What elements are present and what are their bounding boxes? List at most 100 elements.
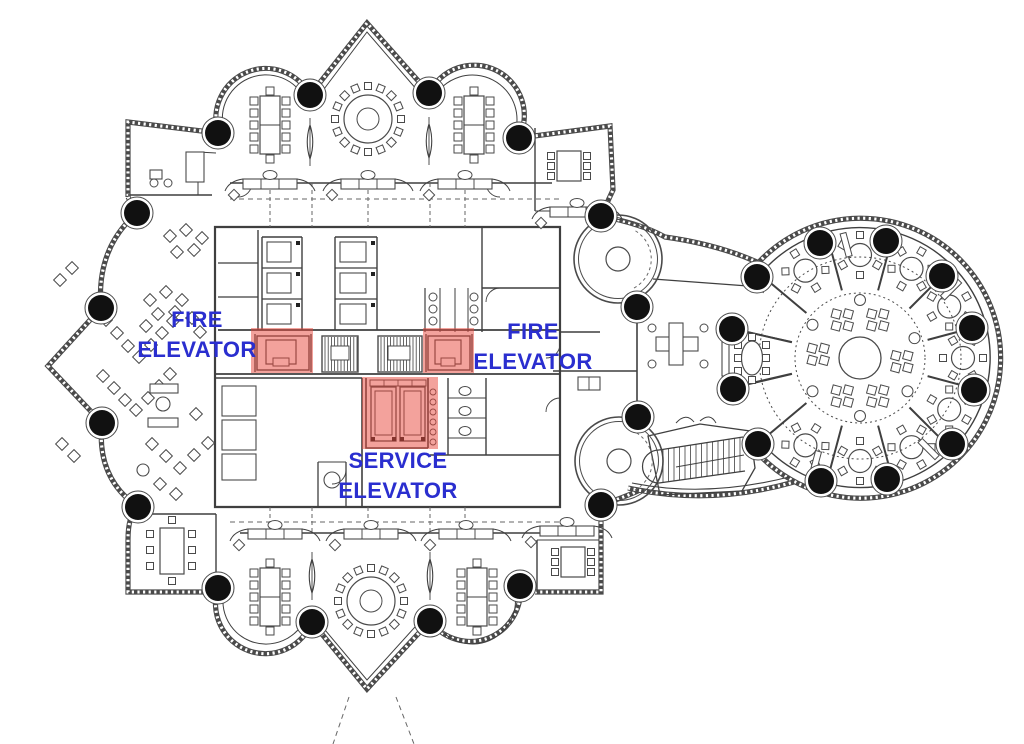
chair (488, 568, 498, 578)
service-elevator-label: SERVICE ELEVATOR (338, 448, 458, 503)
door-leaf (699, 416, 717, 424)
chair (837, 259, 849, 271)
entry-lamp (458, 520, 474, 530)
lounge-chair (186, 242, 202, 258)
chair (551, 568, 559, 576)
structural-column (205, 120, 231, 146)
door-tick (371, 272, 375, 276)
cafe-table (877, 320, 890, 332)
lounge-chair (150, 306, 166, 322)
chair (332, 101, 343, 112)
structural-column (744, 264, 770, 290)
cafe-table (806, 354, 818, 367)
fire-elevator-right-label: FIRE ELEVATOR (473, 319, 593, 374)
chair (945, 385, 954, 394)
stair-rail (641, 449, 660, 484)
exterior-wall-hatch (126, 120, 219, 197)
chair (378, 565, 389, 576)
chair (249, 592, 259, 602)
chair (339, 136, 351, 148)
kitchen-equipment (221, 385, 257, 417)
chair (453, 120, 463, 130)
office-chair (163, 178, 173, 188)
chair (762, 354, 770, 362)
chair (249, 604, 259, 614)
structural-column (807, 230, 833, 256)
entry-doors (361, 529, 381, 539)
chair (328, 538, 342, 552)
cafe-table (842, 320, 855, 332)
structural-column (745, 431, 771, 457)
interior-wall (757, 226, 991, 489)
lounge-chair (128, 402, 144, 418)
chair (790, 422, 802, 434)
chair (587, 568, 595, 576)
exterior-wall-hatch (748, 216, 1003, 500)
exterior-wall-hatch (428, 585, 522, 643)
chair (896, 424, 907, 436)
entry-lamp (363, 520, 379, 530)
chair (534, 216, 548, 230)
chair (188, 562, 196, 570)
buffet-counter (917, 437, 940, 461)
chair (856, 271, 864, 279)
toilet-fixture (428, 304, 438, 314)
structural-column (808, 468, 834, 494)
credenza (721, 341, 730, 377)
lounge-chair (174, 292, 190, 308)
chair (837, 445, 849, 457)
desk-cluster (668, 322, 684, 366)
chair (168, 577, 176, 585)
structural-column (719, 316, 745, 342)
cafe-table (818, 342, 830, 355)
cafe-table (830, 384, 843, 396)
lounge-chair (140, 390, 156, 406)
chair (332, 126, 343, 137)
chair (325, 188, 339, 202)
chair (821, 441, 830, 451)
cafe-table (830, 308, 843, 320)
elevator-car (339, 303, 367, 325)
elevator-car (266, 241, 292, 263)
chair (393, 101, 404, 112)
lounge-chair (158, 448, 174, 464)
lounge-chair (188, 406, 204, 422)
lounge-chair (162, 228, 178, 244)
cafe-table (806, 342, 818, 355)
cafe-table (865, 320, 878, 332)
chair (790, 282, 802, 294)
entry-doors (437, 178, 493, 190)
chair (265, 154, 275, 164)
structural-column (297, 82, 323, 108)
chair (456, 568, 466, 578)
entry-doors (247, 528, 303, 540)
chair (393, 126, 404, 137)
chair (281, 592, 291, 602)
chair (396, 583, 407, 594)
exterior-wall (212, 587, 315, 657)
chair (385, 136, 397, 148)
chair (265, 86, 275, 96)
cafe-table (842, 308, 855, 320)
chair (423, 538, 437, 552)
grid-dashed-line (332, 696, 350, 744)
chair (896, 280, 907, 292)
chair (456, 616, 466, 626)
chair (456, 604, 466, 614)
chair (488, 592, 498, 602)
chair (748, 376, 756, 384)
cafe-table (818, 354, 830, 367)
circular-vestibule (573, 214, 663, 304)
chair (388, 572, 400, 584)
chair (281, 108, 291, 118)
exterior-wall-hatch (627, 480, 795, 498)
door-tick (296, 303, 300, 307)
structural-column (506, 125, 532, 151)
lounge-chair (109, 325, 125, 341)
cafe-table (842, 396, 855, 408)
entry-wing (419, 178, 439, 192)
entry-lamp (360, 170, 376, 180)
lounge-chair (117, 392, 133, 408)
lounge-chair (184, 310, 200, 326)
